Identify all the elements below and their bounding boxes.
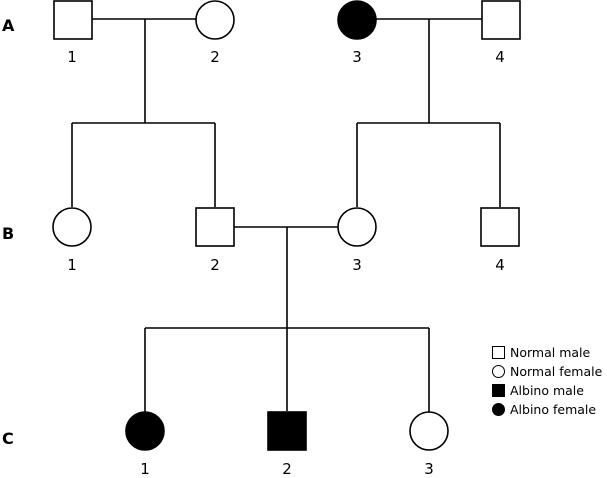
individual-number-c3: 3	[424, 460, 434, 478]
legend-albino-female-icon	[492, 403, 505, 416]
pedigree-symbol-c1	[125, 411, 165, 451]
individual-number-b4: 4	[495, 256, 505, 274]
pedigree-symbol-b2	[195, 207, 235, 247]
pedigree-symbol-a4	[481, 0, 521, 40]
legend-label-albino-female: Albino female	[510, 402, 596, 417]
legend-albino-male-icon	[492, 384, 505, 397]
pedigree-symbol-a1	[53, 0, 93, 40]
legend-label-albino-male: Albino male	[510, 383, 584, 398]
legend: Normal male Normal female Albino male Al…	[492, 345, 603, 417]
individual-number-b3: 3	[352, 256, 362, 274]
relationship-lines	[71, 18, 501, 412]
individual-number-b1: 1	[67, 256, 77, 274]
individual-number-a1: 1	[67, 48, 77, 66]
individual-number-a4: 4	[495, 48, 505, 66]
legend-normal-female-icon	[492, 365, 505, 378]
individual-number-c2: 2	[282, 460, 292, 478]
legend-label-normal-male: Normal male	[510, 345, 591, 360]
legend-label-normal-female: Normal female	[510, 364, 603, 379]
pedigree-symbol-b1	[52, 207, 92, 247]
generation-label-a: A	[2, 16, 15, 35]
pedigree-symbol-b4	[480, 207, 520, 247]
individual-number-a2: 2	[210, 48, 220, 66]
pedigree-symbol-a2	[195, 0, 235, 40]
pedigree-symbol-c2	[267, 411, 307, 451]
generation-label-b: B	[2, 224, 14, 243]
individual-number-a3: 3	[352, 48, 362, 66]
pedigree-symbol-a3	[337, 0, 377, 40]
legend-normal-male-icon	[492, 346, 505, 359]
generation-label-c: C	[2, 429, 14, 448]
individual-number-b2: 2	[210, 256, 220, 274]
individual-number-c1: 1	[140, 460, 150, 478]
pedigree-symbol-b3	[337, 207, 377, 247]
pedigree-symbol-c3	[409, 411, 449, 451]
